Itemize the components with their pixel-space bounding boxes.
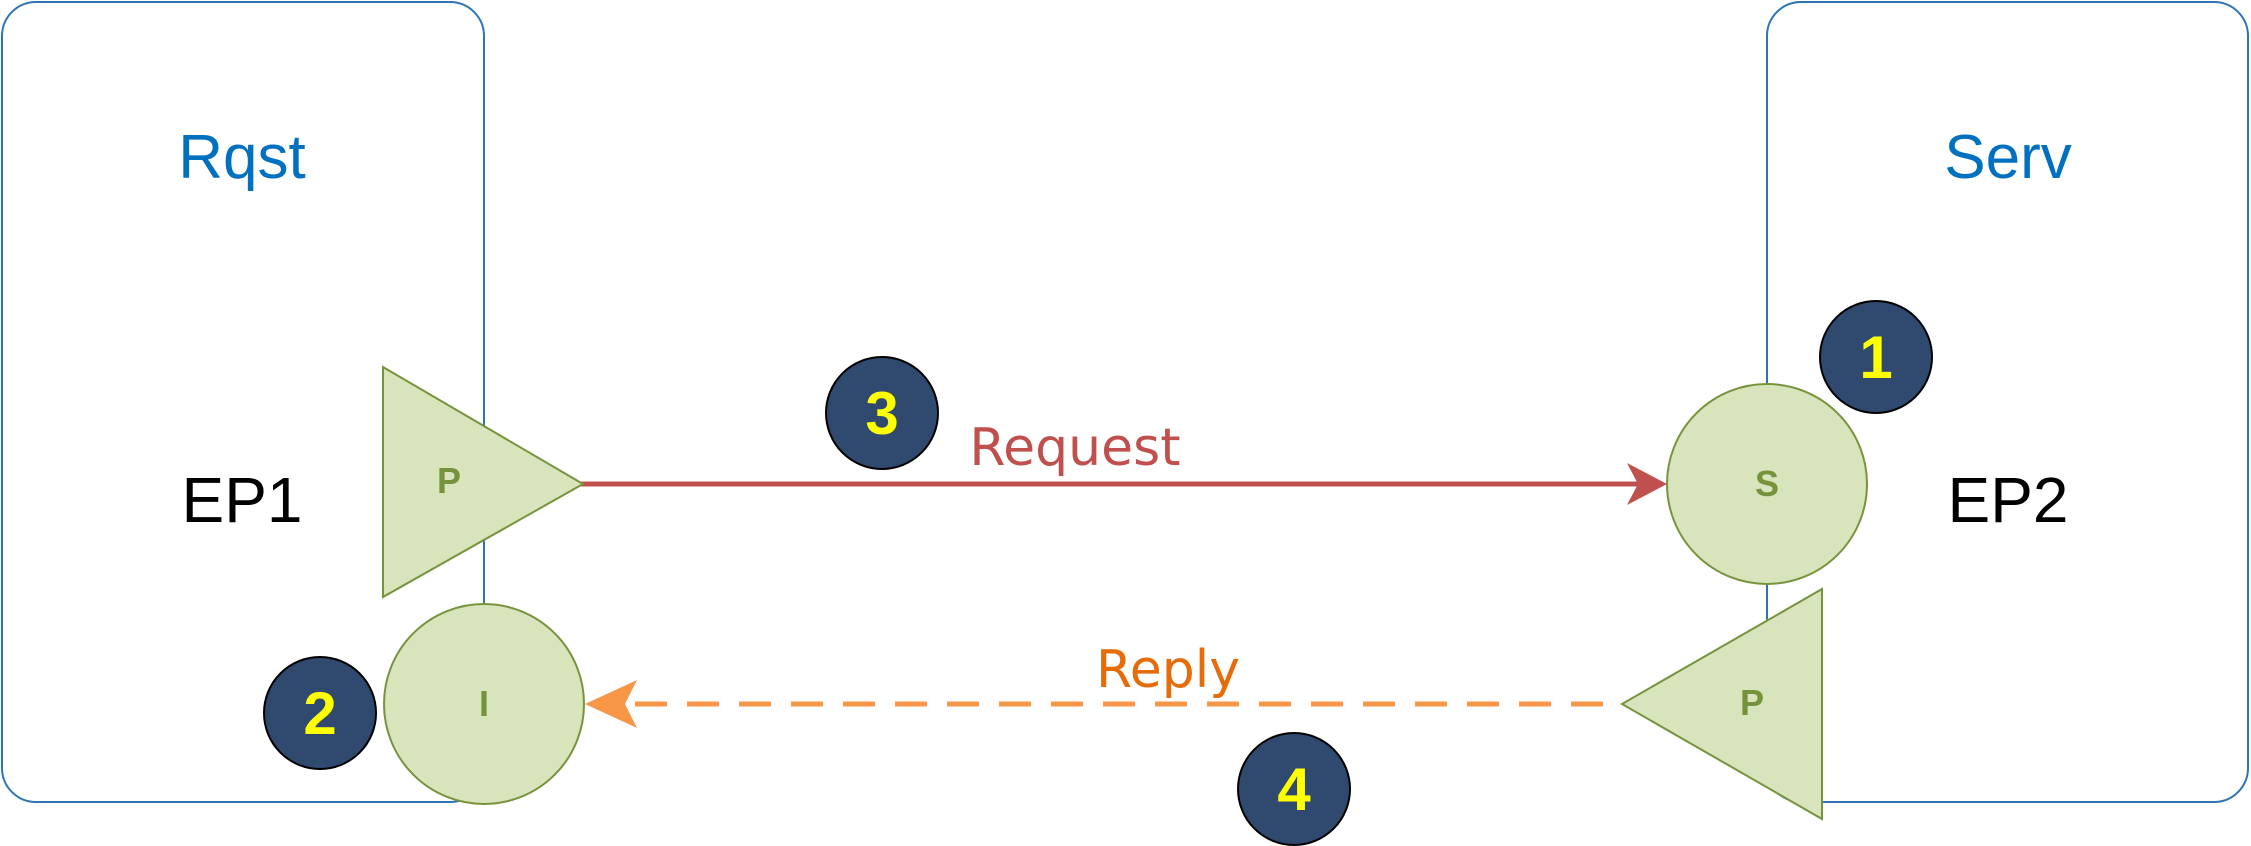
request-label: Request bbox=[969, 418, 1180, 478]
reply-arrow: Reply bbox=[585, 640, 1620, 728]
step-badge-1-label: 1 bbox=[1859, 324, 1892, 391]
requester-publish-port: P bbox=[382, 365, 586, 599]
reply-arrowhead bbox=[585, 680, 637, 728]
step-badge-3: 3 bbox=[825, 356, 939, 470]
server-endpoint-label: EP2 bbox=[1948, 464, 2069, 536]
step-badge-1: 1 bbox=[1819, 300, 1933, 414]
step-badge-4-circle bbox=[1237, 732, 1351, 846]
server-container: Serv EP2 bbox=[1766, 1, 2249, 803]
step-badge-2: 2 bbox=[263, 656, 377, 770]
request-arrowhead bbox=[1627, 463, 1667, 505]
requester-endpoint-label: EP1 bbox=[182, 464, 303, 536]
reply-label: Reply bbox=[1096, 640, 1240, 700]
server-subscribe-label: S bbox=[1755, 463, 1779, 504]
server-publish-port: P bbox=[1619, 587, 1823, 821]
requester-publish-label: P bbox=[437, 460, 461, 501]
requester-title: Rqst bbox=[178, 123, 305, 192]
requester-box bbox=[1, 1, 485, 803]
step-badge-4: 4 bbox=[1237, 732, 1351, 846]
request-arrow: Request bbox=[580, 418, 1667, 505]
requester-interface-port: I bbox=[383, 603, 585, 805]
server-box bbox=[1766, 1, 2249, 803]
step-badge-4-label: 4 bbox=[1277, 756, 1311, 823]
step-badge-1-circle bbox=[1819, 300, 1933, 414]
requester-interface-label: I bbox=[479, 683, 489, 724]
server-publish-triangle bbox=[1619, 587, 1823, 821]
server-title: Serv bbox=[1944, 123, 2071, 192]
server-subscribe-circle bbox=[1666, 383, 1868, 585]
step-badge-3-label: 3 bbox=[865, 380, 898, 447]
requester-interface-circle bbox=[383, 603, 585, 805]
step-badge-2-label: 2 bbox=[303, 680, 336, 747]
requester-container: Rqst EP1 bbox=[1, 1, 485, 803]
requester-publish-triangle bbox=[382, 365, 586, 599]
step-badge-2-circle bbox=[263, 656, 377, 770]
server-subscribe-port: S bbox=[1666, 383, 1868, 585]
step-badge-3-circle bbox=[825, 356, 939, 470]
server-publish-label: P bbox=[1740, 682, 1764, 723]
